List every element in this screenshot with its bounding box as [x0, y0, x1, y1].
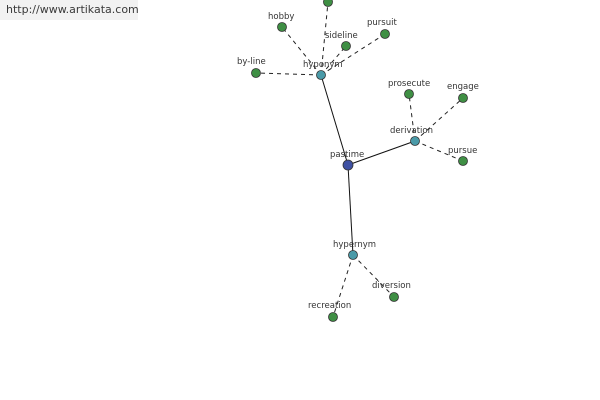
- node-pursue-label: pursue: [448, 146, 477, 156]
- node-derivation-circle[interactable]: [410, 136, 420, 146]
- node-diversion[interactable]: diversion: [372, 281, 411, 302]
- edge-pastime-hypernym: [347, 164, 354, 256]
- node-hobby-label: hobby: [268, 12, 294, 22]
- node-pastime-circle[interactable]: [342, 159, 354, 171]
- node-prosecute[interactable]: prosecute: [388, 79, 430, 99]
- node-prosecute-label: prosecute: [388, 79, 430, 89]
- edge-pastime-hyponym: [320, 74, 349, 166]
- node-engage[interactable]: engage: [447, 82, 479, 103]
- node-pastime[interactable]: pastime: [330, 150, 364, 171]
- node-top-unlabeled[interactable]: [323, 0, 333, 7]
- node-top-unlabeled-circle[interactable]: [323, 0, 333, 7]
- edge-hypernym-recreation: [332, 254, 354, 318]
- edge-hypernym-diversion: [352, 254, 395, 298]
- node-hobby[interactable]: hobby: [268, 12, 294, 32]
- edge-derivation-engage: [414, 97, 464, 142]
- node-pastime-label: pastime: [330, 150, 364, 160]
- node-hypernym[interactable]: hypernym: [333, 240, 376, 260]
- node-sideline-circle[interactable]: [341, 41, 351, 51]
- node-hobby-circle[interactable]: [277, 22, 287, 32]
- node-sideline[interactable]: sideline: [325, 31, 358, 51]
- node-hyponym-circle[interactable]: [316, 70, 326, 80]
- node-prosecute-circle[interactable]: [404, 89, 414, 99]
- node-hypernym-label: hypernym: [333, 240, 376, 250]
- node-sideline-label: sideline: [325, 31, 358, 41]
- node-recreation-circle[interactable]: [328, 312, 338, 322]
- node-hypernym-circle[interactable]: [348, 250, 358, 260]
- node-recreation[interactable]: recreation: [308, 301, 351, 322]
- node-by-line-circle[interactable]: [251, 68, 261, 78]
- node-engage-circle[interactable]: [458, 93, 468, 103]
- node-pursuit-circle[interactable]: [380, 29, 390, 39]
- node-pursue-circle[interactable]: [458, 156, 468, 166]
- node-derivation[interactable]: derivation: [390, 126, 433, 146]
- node-diversion-circle[interactable]: [389, 292, 399, 302]
- node-hyponym[interactable]: hyponym: [303, 60, 343, 80]
- edge-hyponym-sideline: [320, 45, 347, 76]
- node-hyponym-label: hyponym: [303, 60, 343, 70]
- node-derivation-label: derivation: [390, 126, 433, 136]
- node-pursue[interactable]: pursue: [448, 146, 477, 166]
- node-engage-label: engage: [447, 82, 479, 92]
- node-recreation-label: recreation: [308, 301, 351, 311]
- edge-derivation-pursue: [414, 140, 464, 162]
- site-url-link[interactable]: http://www.artikata.com: [0, 0, 139, 20]
- edge-pastime-derivation: [347, 140, 416, 166]
- node-diversion-label: diversion: [372, 281, 411, 291]
- node-by-line[interactable]: by-line: [237, 57, 266, 78]
- edge-hyponym-by-line: [255, 72, 322, 76]
- node-by-line-label: by-line: [237, 57, 266, 67]
- edge-hyponym-hobby: [281, 26, 322, 76]
- node-pursuit[interactable]: pursuit: [367, 18, 397, 39]
- node-pursuit-label: pursuit: [367, 18, 397, 28]
